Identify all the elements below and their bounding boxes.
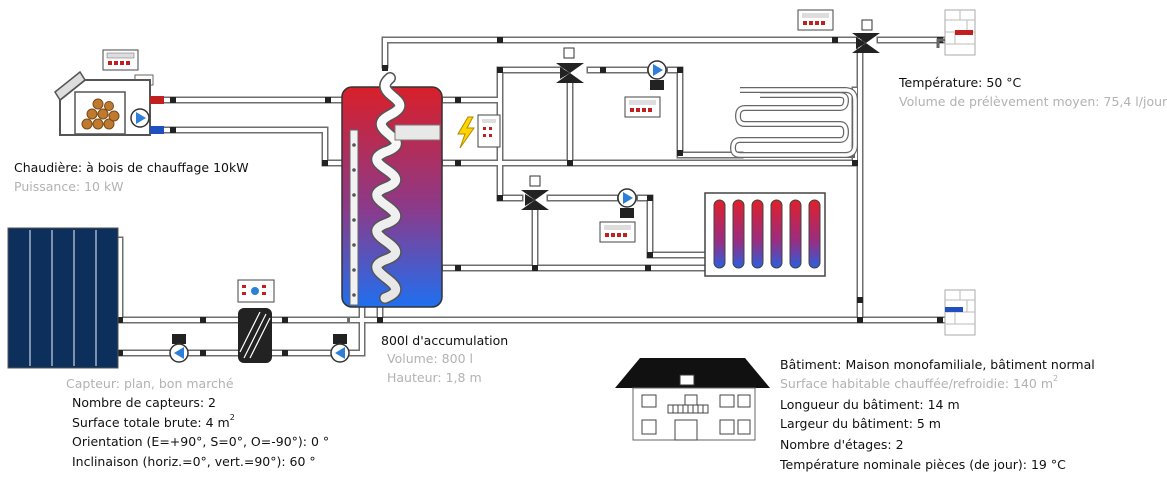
boiler-power: Puissance: 10 kW: [14, 179, 124, 194]
radiator: [704, 192, 826, 277]
collector-count: Nombre de capteurs: 2: [72, 395, 217, 410]
collector-inclination: Inclinaison (horiz.=0°, vert.=90°): 60 °: [72, 454, 316, 469]
boiler-title: Chaudière: à bois de chauffage 10kW: [14, 160, 249, 175]
dhw-mixing-valve-icon: [852, 19, 880, 53]
floor-controller-icon: [624, 96, 661, 118]
cold-tap-icon: [944, 289, 976, 336]
storage-tank: [341, 72, 443, 308]
collector-area-unit: 2: [229, 413, 235, 422]
tank-volume: Volume: 800 l: [387, 351, 473, 366]
pipe-network: [116, 36, 949, 357]
house-icon: [615, 358, 770, 441]
tank-title: 800l d'accumulation: [381, 333, 509, 348]
radiator-controller-icon: [599, 221, 636, 243]
boiler-controller-icon: [102, 49, 139, 71]
building-width: Largeur du bâtiment: 5 m: [780, 416, 941, 431]
building-area-text: Surface habitable chauffée/refroidie: 14…: [780, 376, 1054, 391]
collector-area-text: Surface totale brute: 4 m: [72, 415, 230, 430]
building-title: Bâtiment: Maison monofamiliale, bâtiment…: [780, 357, 1095, 372]
radiator-mixing-valve-icon: [521, 175, 549, 210]
floor-mixing-valve-icon: [556, 47, 584, 83]
collector-area: Surface totale brute: 4 m2: [72, 413, 235, 432]
tap-temperature: Température: 50 °C: [899, 75, 1022, 90]
solar-pump-2-icon: [330, 334, 350, 363]
radiator-pump-icon: [617, 188, 637, 218]
wood-boiler: [54, 70, 164, 136]
floor-pump-icon: [647, 60, 667, 90]
building-temperature: Température nominale pièces (de jour): 1…: [780, 457, 1066, 472]
building-floors: Nombre d'étages: 2: [780, 437, 904, 452]
hot-tap-icon: [936, 9, 976, 56]
tap-volume: Volume de prélèvement moyen: 75,4 l/jour: [899, 94, 1167, 109]
building-length: Longueur du bâtiment: 14 m: [780, 397, 960, 412]
electric-heater-icon: [457, 116, 475, 149]
collector-type: Capteur: plan, bon marché: [66, 376, 234, 391]
heat-exchanger-icon: [238, 308, 272, 363]
building-area-unit: 2: [1053, 374, 1059, 383]
building-area: Surface habitable chauffée/refroidie: 14…: [780, 374, 1058, 393]
heater-controller-icon: [477, 114, 501, 148]
solar-collector: [7, 227, 119, 369]
dhw-controller-icon: [797, 9, 834, 31]
solar-controller-icon: [237, 279, 275, 303]
tank-height: Hauteur: 1,8 m: [387, 370, 482, 385]
solar-pump-icon: [169, 334, 189, 363]
collector-orientation: Orientation (E=+90°, S=0°, O=-90°): 0 °: [72, 434, 330, 449]
floor-heating-coil: [729, 87, 858, 158]
